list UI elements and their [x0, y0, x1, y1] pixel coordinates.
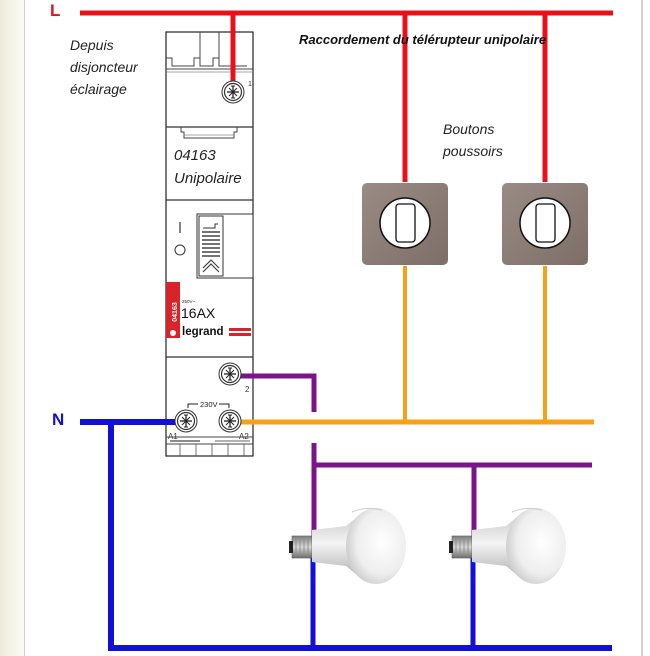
- device-side-ref: 04163: [172, 302, 179, 322]
- terminal-a2: [218, 409, 242, 433]
- switch-rocker-icon: [535, 203, 556, 243]
- terminal-2: [218, 362, 242, 386]
- phase-wire: [80, 10, 613, 182]
- push-button-1: [362, 183, 448, 265]
- button-return-wire: [240, 266, 594, 425]
- buttons-annotation-line-2: poussoirs: [443, 143, 503, 159]
- terminal-1-label: 1: [248, 81, 252, 88]
- device-type: Unipolaire: [174, 170, 242, 187]
- source-annotation: Depuis disjoncteur éclairage: [70, 34, 138, 100]
- lamp-1: [289, 507, 406, 584]
- terminal-2-label: 2: [245, 385, 250, 394]
- buttons-annotation-line-1: Boutons: [443, 121, 495, 137]
- push-button-2: [502, 183, 588, 265]
- lamp-feed-wire: [240, 373, 592, 537]
- terminal-1: [221, 80, 245, 104]
- buttons-annotation: Boutons poussoirs: [443, 118, 503, 162]
- source-annotation-line-1: Depuis: [70, 37, 114, 53]
- terminal-a1-label: A1: [168, 432, 178, 441]
- switch-rocker-icon: [395, 203, 416, 243]
- source-annotation-line-3: éclairage: [70, 81, 127, 97]
- coil-voltage: 230V: [200, 400, 218, 409]
- terminal-a2-label: A2: [239, 432, 249, 441]
- phase-line-label: L: [50, 1, 61, 20]
- device-label: 04163 Unipolaire: [174, 144, 242, 190]
- telerupteur-device: 04163 250V~ 16AX legrand 230V: [165, 31, 254, 457]
- device-red-tag: [166, 282, 180, 338]
- neutral-wire: [80, 419, 612, 651]
- device-rating: 16AX: [181, 305, 216, 321]
- device-reference: 04163: [174, 147, 216, 164]
- lamp-2: [449, 507, 566, 584]
- page-frame-divider: [24, 0, 25, 656]
- diagram-title: Raccordement du télérupteur unipolaire: [299, 32, 547, 47]
- source-annotation-line-2: disjoncteur: [70, 59, 138, 75]
- device-brand: legrand: [182, 326, 224, 338]
- page-frame-right: [641, 0, 643, 656]
- device-voltage-small: 250V~: [182, 299, 196, 304]
- page-frame-left: [0, 0, 24, 656]
- terminal-a1: [174, 409, 198, 433]
- neutral-line-label: N: [52, 410, 65, 429]
